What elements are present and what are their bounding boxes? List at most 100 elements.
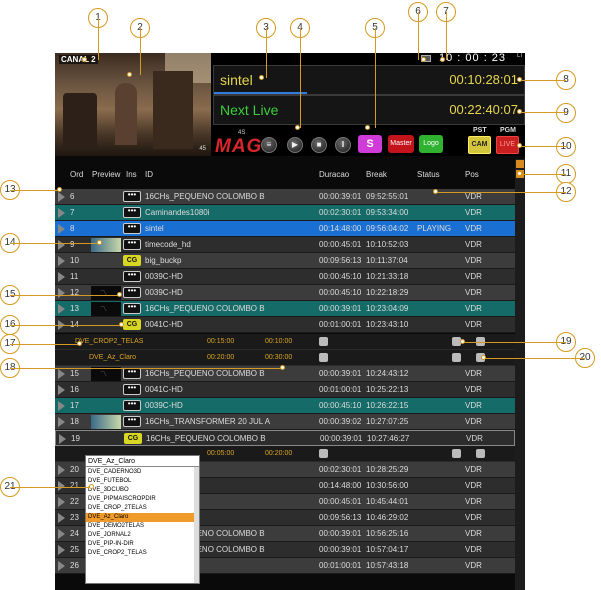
dropdown-scrollbar[interactable]: [194, 467, 199, 583]
cg-button[interactable]: CG: [123, 319, 141, 330]
cg-button[interactable]: CG: [123, 255, 141, 266]
play-arrow-icon[interactable]: [58, 529, 65, 539]
insert-button[interactable]: •••: [123, 223, 141, 234]
insert-button[interactable]: •••: [123, 368, 141, 379]
play-arrow-icon[interactable]: [58, 272, 65, 282]
dve-subrow[interactable]: DVE_Az_Claro 00:20:00 00:30:00: [55, 350, 515, 366]
program-button[interactable]: LIVE: [496, 136, 519, 154]
checkbox[interactable]: [476, 353, 485, 362]
play-icon[interactable]: ▶: [287, 137, 303, 153]
checkbox[interactable]: [319, 449, 328, 458]
play-arrow-icon[interactable]: [58, 401, 65, 411]
checkbox[interactable]: [319, 353, 328, 362]
play-arrow-icon[interactable]: [58, 545, 65, 555]
row-pos: VDR: [465, 385, 482, 394]
insert-button[interactable]: •••: [123, 239, 141, 250]
dve-option-list[interactable]: DVE_CADERNO3D DVE_FUTEBOL DVE_3DCUBO DVE_PI…: [86, 468, 199, 558]
s-button[interactable]: S: [358, 135, 382, 153]
col-preview[interactable]: Preview: [92, 170, 121, 179]
row-duration: 00:00:39:01: [319, 529, 362, 538]
master-button[interactable]: Master: [388, 135, 414, 153]
play-arrow-icon[interactable]: [59, 434, 66, 444]
col-id[interactable]: ID: [145, 170, 153, 179]
play-arrow-icon[interactable]: [58, 256, 65, 266]
checkbox[interactable]: [476, 449, 485, 458]
play-arrow-icon[interactable]: [58, 240, 65, 250]
dropdown-option[interactable]: DVE_Az_Claro: [86, 513, 199, 522]
checkbox[interactable]: [452, 449, 461, 458]
dropdown-option[interactable]: DVE_PIPMAISCROPDIR: [88, 496, 156, 502]
play-arrow-icon[interactable]: [58, 465, 65, 475]
insert-button[interactable]: •••: [123, 416, 141, 427]
col-break[interactable]: Break: [366, 170, 387, 179]
col-duration[interactable]: Duracao: [319, 170, 350, 179]
checkbox[interactable]: [476, 337, 485, 346]
play-arrow-icon[interactable]: [58, 497, 65, 507]
preset-cam-button[interactable]: CAM: [468, 136, 491, 154]
pause-icon[interactable]: ‖: [335, 137, 351, 153]
dve-subrow[interactable]: DVE_CROP2_TELAS 00:15:00 00:10:00: [55, 334, 515, 350]
dropdown-option[interactable]: DVE_CADERNO3D: [88, 469, 142, 475]
checkbox[interactable]: [452, 353, 461, 362]
insert-button[interactable]: •••: [123, 303, 141, 314]
row-ord: 17: [70, 401, 79, 410]
dropdown-option[interactable]: DVE_CROP2_TELAS: [88, 550, 147, 556]
list-icon[interactable]: ≡: [261, 137, 277, 153]
dropdown-option[interactable]: DVE_FUTEBOL: [88, 478, 132, 484]
next-live-time: 00:22:40:07: [449, 102, 518, 117]
insert-button[interactable]: •••: [123, 271, 141, 282]
insert-button[interactable]: •••: [123, 191, 141, 202]
play-arrow-icon[interactable]: [58, 304, 65, 314]
dve-name[interactable]: DVE_CROP2_TELAS: [75, 338, 144, 345]
dropdown-option[interactable]: DVE_DEMO2TELAS: [88, 523, 145, 529]
cg-button[interactable]: CG: [124, 433, 142, 444]
col-ins[interactable]: Ins: [126, 170, 137, 179]
play-arrow-icon[interactable]: [58, 288, 65, 298]
col-status[interactable]: Status: [417, 170, 440, 179]
dropdown-option[interactable]: DVE_3DCUBO: [88, 487, 129, 493]
col-ord[interactable]: Ord: [70, 170, 84, 179]
row-duration: 00:00:39:01: [319, 545, 362, 554]
checkbox[interactable]: [452, 337, 461, 346]
dve-dropdown-value[interactable]: DVE_Az_Claro: [86, 456, 199, 467]
insert-button[interactable]: •••: [123, 207, 141, 218]
play-arrow-icon[interactable]: [58, 417, 65, 427]
col-pos[interactable]: Pos: [465, 170, 479, 179]
scroll-up-button[interactable]: [516, 160, 524, 168]
play-arrow-icon[interactable]: [58, 513, 65, 523]
play-arrow-icon[interactable]: [58, 385, 65, 395]
play-arrow-icon[interactable]: [58, 481, 65, 491]
insert-button[interactable]: •••: [123, 287, 141, 298]
dropdown-option[interactable]: DVE_JORNAL2: [88, 532, 131, 538]
stop-icon[interactable]: ■: [311, 137, 327, 153]
dve-name[interactable]: DVE_Az_Claro: [89, 354, 137, 361]
play-arrow-icon[interactable]: [58, 224, 65, 234]
insert-button[interactable]: •••: [123, 400, 141, 411]
dropdown-option[interactable]: DVE_PIP-IN-DIR: [88, 541, 134, 547]
play-arrow-icon[interactable]: [58, 561, 65, 571]
insert-button[interactable]: •••: [123, 384, 141, 395]
dropdown-option[interactable]: DVE_CROP_2TELAS: [88, 505, 147, 511]
play-arrow-icon[interactable]: [58, 208, 65, 218]
play-arrow-icon[interactable]: [58, 192, 65, 202]
playlist-scrollbar[interactable]: [515, 159, 525, 590]
checkbox[interactable]: [319, 337, 328, 346]
play-arrow-icon[interactable]: [58, 369, 65, 379]
logo-button[interactable]: Logo: [419, 135, 443, 153]
current-item-monitor: sintel 00:10:28:01: [213, 65, 525, 95]
